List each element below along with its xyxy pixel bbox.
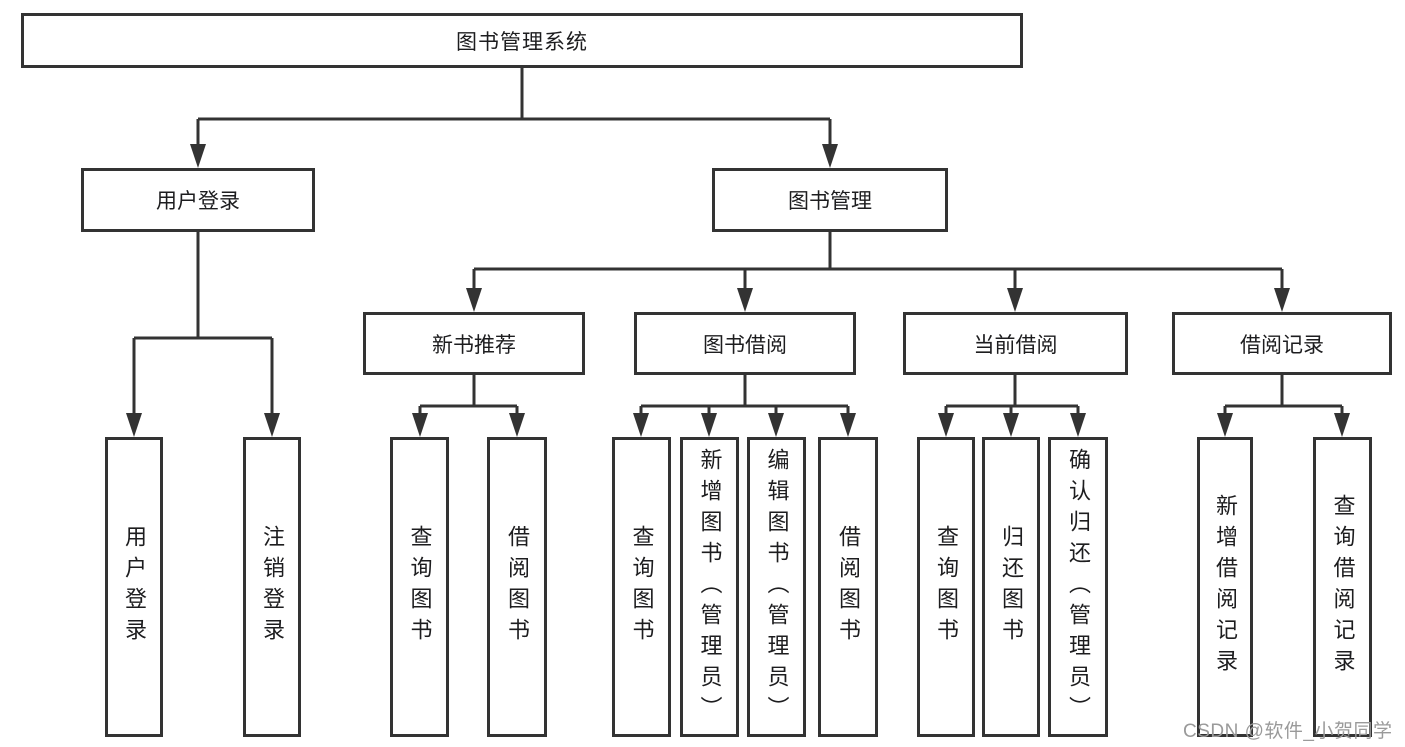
node-current-borrowing: 当前借阅 [903,312,1128,375]
node-system-root: 图书管理系统 [21,13,1023,68]
node-new-book-recommend: 新书推荐 [363,312,585,375]
leaf-add-borrow-record: 新增借阅记录 [1197,437,1253,737]
leaf-query-borrow-record: 查询借阅记录 [1313,437,1372,737]
leaf-return-books: 归还图书 [982,437,1040,737]
node-user-login: 用户登录 [81,168,315,232]
node-borrow-records: 借阅记录 [1172,312,1392,375]
leaf-query-books-borrowing: 查询图书 [612,437,671,737]
leaf-logout: 注销登录 [243,437,301,737]
leaf-borrow-books-recommend: 借阅图书 [487,437,547,737]
node-book-borrowing: 图书借阅 [634,312,856,375]
node-book-management: 图书管理 [712,168,948,232]
leaf-borrow-books-borrowing: 借阅图书 [818,437,878,737]
leaf-add-books-admin: 新增图书（管理员） [680,437,739,737]
csdn-watermark: CSDN @软件_小贺同学 [1183,721,1393,742]
leaf-edit-books-admin: 编辑图书（管理员） [747,437,806,737]
leaf-user-login: 用户登录 [105,437,163,737]
leaf-query-books-current: 查询图书 [917,437,975,737]
leaf-confirm-return-admin: 确认归还（管理员） [1048,437,1108,737]
leaf-query-books-recommend: 查询图书 [390,437,449,737]
